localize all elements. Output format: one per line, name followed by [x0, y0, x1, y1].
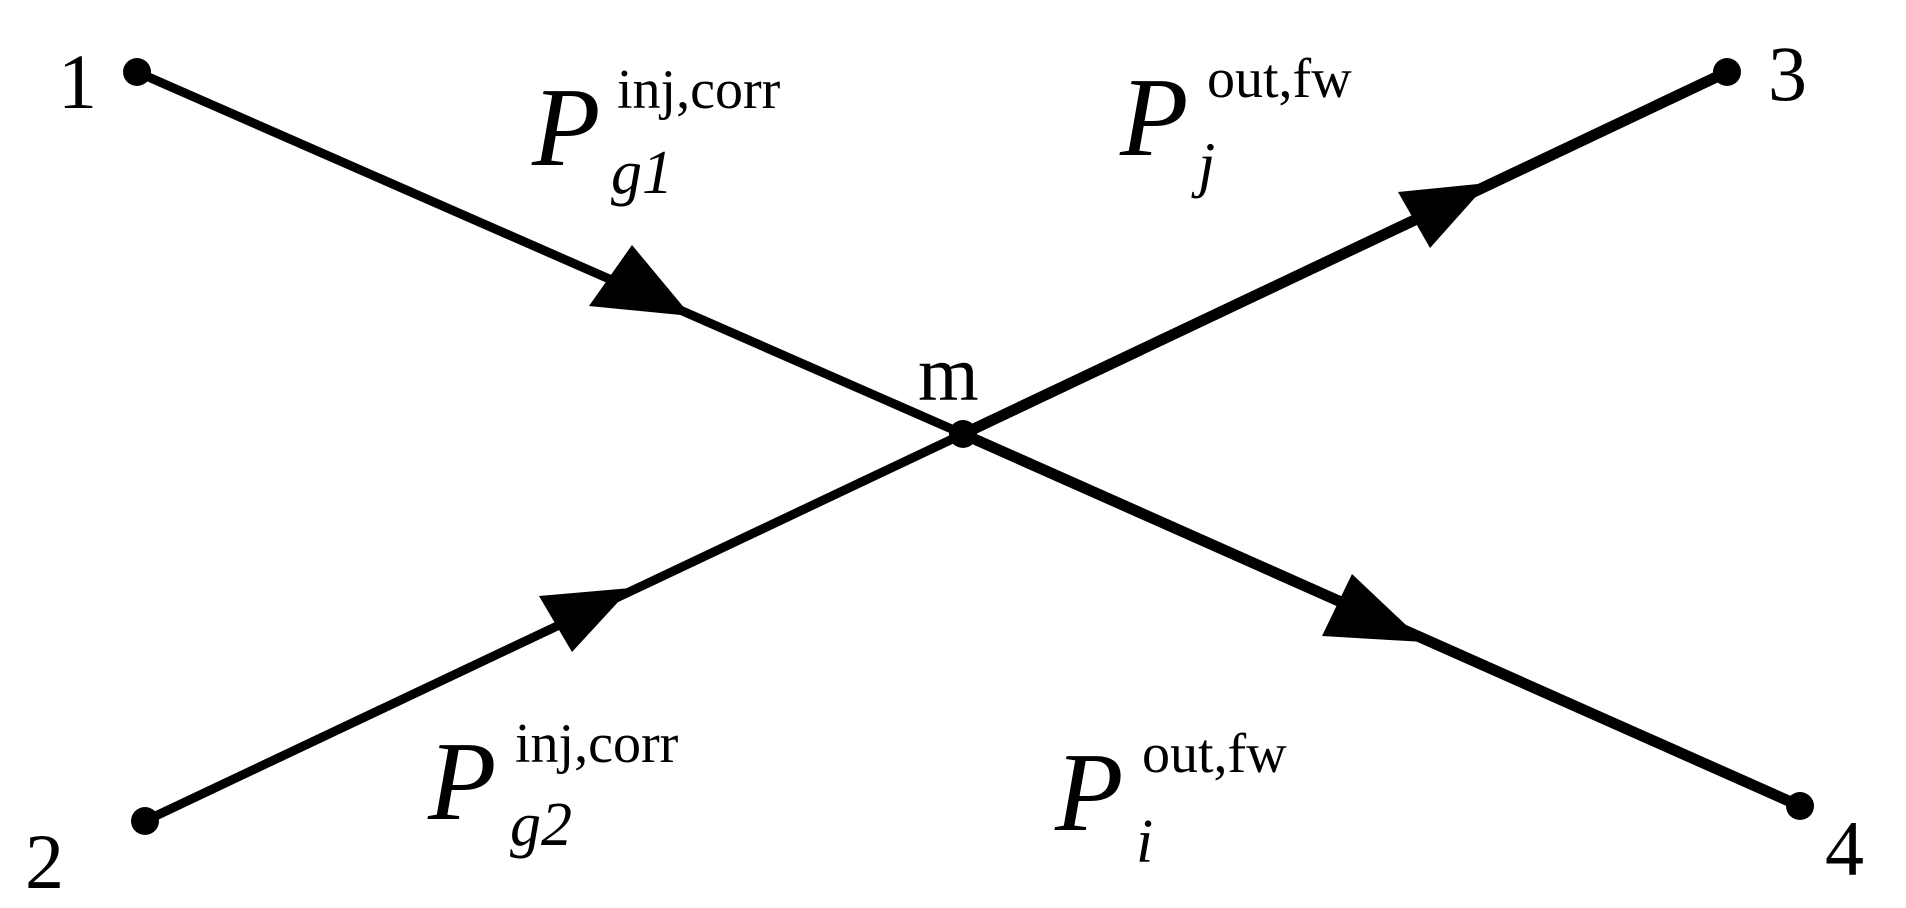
- flow-label-g1-base: P: [531, 66, 600, 190]
- edge-1-to-m: [132, 67, 968, 439]
- node-dot-m: [949, 420, 977, 448]
- edge-2-to-m: [140, 429, 968, 826]
- arrowhead-m-to-3: [1398, 183, 1488, 248]
- edge-m-to-3: [957, 66, 1733, 440]
- flow-label-j-superscript: out,fw: [1207, 48, 1352, 110]
- arrowhead-1-to-m: [589, 245, 691, 316]
- flow-label-i: P out,fw i: [1054, 723, 1287, 876]
- node-dot-4: [1786, 792, 1814, 820]
- flow-label-j-subscript: j: [1191, 131, 1215, 199]
- flow-label-g1: P inj,corr g1: [531, 59, 781, 207]
- flow-label-j-base: P: [1119, 56, 1188, 180]
- arrowhead-2-to-m: [539, 588, 631, 652]
- flow-label-g2: P inj,corr g2: [427, 713, 679, 859]
- flow-label-i-superscript: out,fw: [1142, 723, 1287, 785]
- node-label-m: m: [918, 330, 979, 417]
- node-label-2: 2: [25, 818, 64, 905]
- flow-label-g1-superscript: inj,corr: [617, 59, 781, 121]
- node-dot-2: [131, 807, 159, 835]
- node-dot-1: [123, 58, 151, 86]
- flow-label-i-subscript: i: [1136, 808, 1153, 876]
- flow-label-g2-superscript: inj,corr: [515, 713, 679, 775]
- arrowhead-m-to-4: [1322, 574, 1424, 642]
- node-label-3: 3: [1768, 30, 1807, 117]
- flow-label-g2-subscript: g2: [510, 791, 572, 859]
- flow-label-j: P out,fw j: [1119, 48, 1352, 199]
- node-label-4: 4: [1825, 805, 1864, 892]
- node-label-1: 1: [58, 38, 97, 125]
- flow-label-g1-subscript: g1: [611, 139, 673, 207]
- node-dot-3: [1713, 58, 1741, 86]
- flow-label-g2-base: P: [427, 720, 496, 844]
- flow-label-i-base: P: [1054, 731, 1123, 855]
